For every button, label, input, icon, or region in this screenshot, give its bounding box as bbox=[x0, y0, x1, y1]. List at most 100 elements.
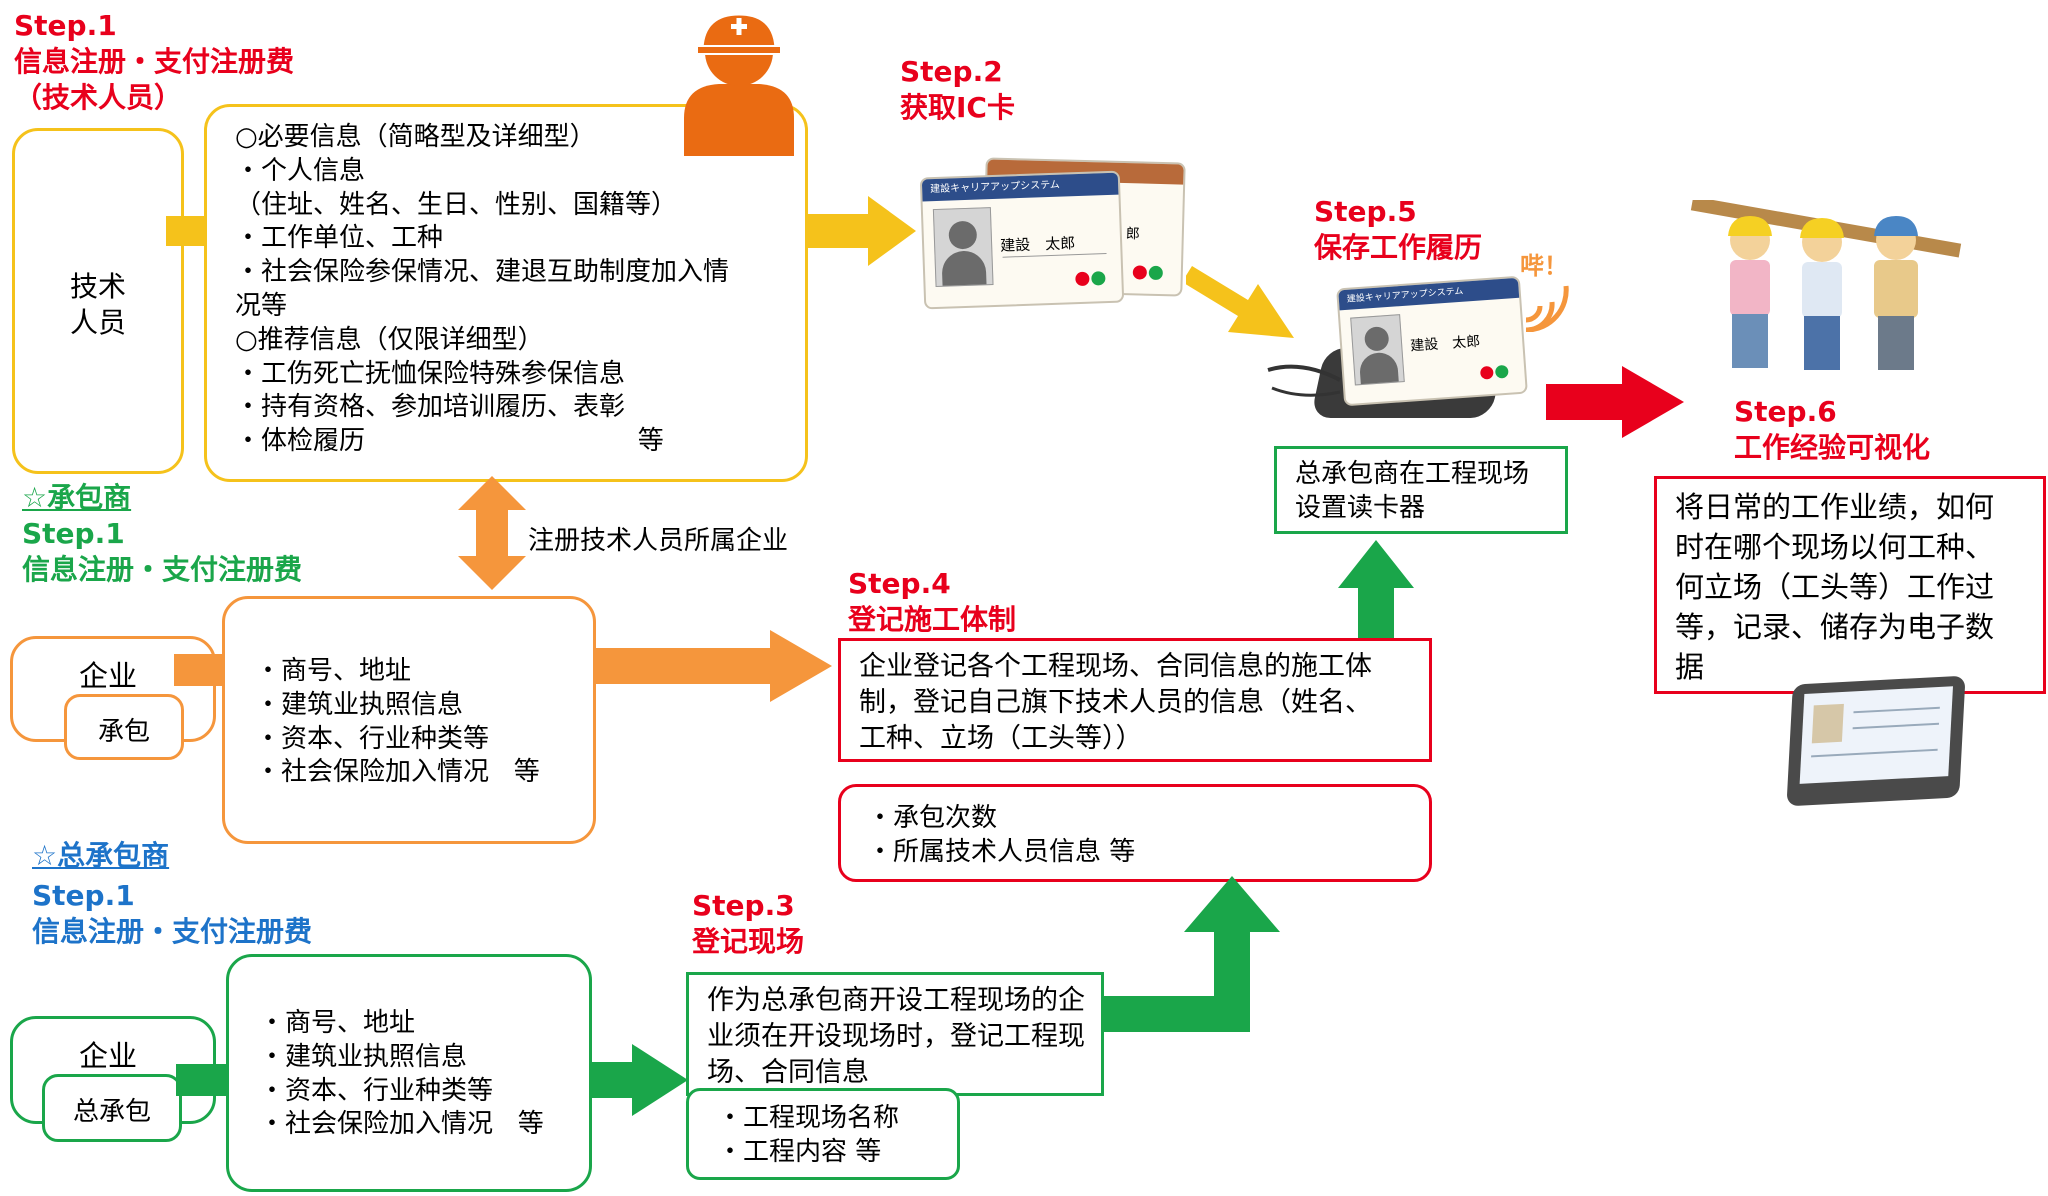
arrow-to-step2 bbox=[806, 196, 916, 266]
worker-info-box: ○必要信息（简略型及详细型） ・个人信息 （住址、姓名、生日、性别、国籍等） ・… bbox=[204, 104, 808, 482]
tablet-icon bbox=[1786, 675, 1966, 807]
ic-card-back-name: 郎 bbox=[1125, 226, 1141, 243]
worker-connector bbox=[166, 216, 206, 246]
general-info-line: ・资本、行业种类等 bbox=[259, 1075, 494, 1106]
general-info-box: ・商号、地址 ・建筑业执照信息 ・资本、行业种类等 ・社会保险加入情况 等 bbox=[226, 954, 592, 1192]
contractor-info-line: ・建筑业执照信息 bbox=[255, 689, 464, 720]
worker-info-list: ○必要信息（简略型及详细型） ・个人信息 （住址、姓名、生日、性别、国籍等） ・… bbox=[235, 121, 729, 459]
beep-text: 哔！ bbox=[1520, 252, 1568, 280]
contractor-node-sub: 承包 bbox=[64, 694, 184, 760]
contractor-info-box: ・商号、地址 ・建筑业执照信息 ・资本、行业种类等 ・社会保险加入情况 等 bbox=[222, 596, 596, 844]
signal-waves-icon bbox=[1525, 285, 1569, 332]
ic-card-front: 建設キャリアアップシステム 建設 太郎 bbox=[919, 170, 1125, 310]
worker-info-line: ○必要信息（简略型及详细型） bbox=[235, 122, 596, 152]
step6-label: Step.6 bbox=[1734, 395, 1837, 428]
ic-card-on-reader: 建設キャリアアップシステム 建設 太郎 bbox=[1336, 275, 1528, 407]
worker-info-line: ・个人信息 bbox=[235, 155, 366, 186]
worker-info-line: （住址、姓名、生日、性别、国籍等） bbox=[235, 189, 678, 220]
step6-desc-line: 时在哪个现场以何工种、 bbox=[1675, 530, 1995, 564]
contractor-tag: ☆承包商 bbox=[22, 481, 132, 514]
link-label: 注册技术人员所属企业 bbox=[528, 526, 789, 556]
worker-info-line: ・体检履历 等 bbox=[235, 426, 664, 457]
card-photo bbox=[932, 207, 994, 288]
step4-main-line: 制，登记自己旗下技术人员的信息（姓名、 bbox=[859, 687, 1372, 718]
step1-worker-label: Step.1 bbox=[14, 9, 117, 42]
step4-sub-line: ・承包次数 bbox=[867, 803, 998, 833]
step4-main-line: 企业登记各个工程现场、合同信息的施工体 bbox=[859, 651, 1372, 682]
general-node-sub-label: 总承包 bbox=[72, 1097, 151, 1127]
card-photo bbox=[1350, 314, 1405, 386]
step3-sub-box: ・工程现场名称 ・工程内容 等 bbox=[686, 1088, 960, 1180]
worker-info-line: ・社会保险参保情况、建退互助制度加入情 bbox=[235, 257, 730, 288]
step6-desc-line: 据 bbox=[1675, 650, 1705, 684]
worker-node: 技术 人员 bbox=[12, 128, 184, 474]
step6-desc-line: 将日常的工作业绩，如何 bbox=[1675, 490, 1995, 524]
reader-cable-icon bbox=[1267, 364, 1341, 397]
step5-title: 保存工作履历 bbox=[1314, 231, 1483, 264]
step3-sub-line: ・工程现场名称 bbox=[717, 1103, 900, 1133]
step4-main-line: 工种、立场（工头等）） bbox=[859, 723, 1143, 754]
worker-person-icon bbox=[684, 12, 794, 156]
double-arrow-link bbox=[458, 476, 526, 590]
arrow-to-reader bbox=[1338, 540, 1414, 640]
general-info-line: ・社会保险加入情况 等 bbox=[259, 1109, 544, 1140]
general-step-label: Step.1 bbox=[32, 879, 135, 912]
contractor-info-line: ・资本、行业种类等 bbox=[255, 723, 490, 754]
arrow-to-step5 bbox=[1186, 266, 1294, 338]
step3-main-box: 作为总承包商开设工程现场的企 业须在开设现场时，登记工程现 场、合同信息 bbox=[686, 972, 1104, 1096]
contractor-info-line: ・商号、地址 bbox=[255, 656, 412, 686]
step4-sub-line: ・所属技术人员信息 等 bbox=[867, 837, 1136, 867]
step4-sub-box: ・承包次数 ・所属技术人员信息 等 bbox=[838, 784, 1432, 882]
step5-label: Step.5 bbox=[1314, 195, 1417, 228]
ic-card-header: 建設キャリアアップシステム bbox=[921, 172, 1119, 202]
step3-sub-line: ・工程内容 等 bbox=[717, 1137, 882, 1167]
general-info-line: ・建筑业执照信息 bbox=[259, 1041, 468, 1072]
contractor-info-list: ・商号、地址 ・建筑业执照信息 ・资本、行业种类等 ・社会保险加入情况 等 bbox=[255, 655, 540, 790]
step3-main-text: 作为总承包商开设工程现场的企 业须在开设现场时，登记工程现 场、合同信息 bbox=[707, 983, 1085, 1091]
worker-info-line: ・工作单位、工种 bbox=[235, 223, 444, 254]
general-step-title: 信息注册・支付注册费 bbox=[32, 915, 313, 948]
step1-worker-sub: （技术人员） bbox=[14, 81, 183, 114]
contractor-step-title: 信息注册・支付注册费 bbox=[22, 553, 303, 586]
general-node-label: 企业 bbox=[79, 1039, 138, 1073]
general-info-list: ・商号、地址 ・建筑业执照信息 ・资本、行业种类等 ・社会保险加入情况 等 bbox=[259, 1007, 544, 1142]
step4-main-text: 企业登记各个工程现场、合同信息的施工体 制，登记自己旗下技术人员的信息（姓名、 … bbox=[859, 649, 1372, 757]
worker-info-line: 况等 bbox=[235, 290, 288, 321]
arrow-to-step6 bbox=[1546, 366, 1684, 438]
step4-title: 登记施工体制 bbox=[848, 603, 1017, 636]
step4-sub-text: ・承包次数 ・所属技术人员信息 等 bbox=[867, 801, 1135, 869]
step3-label: Step.3 bbox=[692, 889, 795, 922]
step3-main-line: 场、合同信息 bbox=[707, 1057, 869, 1088]
reader-setup-line: 设置读卡器 bbox=[1295, 493, 1426, 523]
worker-node-label-2: 人员 bbox=[69, 306, 126, 339]
contractor-connector bbox=[174, 654, 226, 686]
general-connector bbox=[176, 1064, 228, 1096]
worker-info-line: ・持有资格、参加培训履历、表彰 bbox=[235, 392, 626, 423]
contractor-node-sub-label: 承包 bbox=[97, 717, 150, 747]
arrow-to-step4 bbox=[594, 630, 832, 702]
arrow-step3-to-step4 bbox=[1104, 876, 1280, 1032]
contractor-info-line: ・社会保险加入情况 等 bbox=[255, 757, 540, 788]
step6-desc-line: 等，记录、储存为电子数 bbox=[1675, 610, 1995, 644]
step6-desc-line: 何立场（工头等）工作过 bbox=[1675, 570, 1995, 604]
reader-setup-box: 总承包商在工程现场 设置读卡器 bbox=[1274, 446, 1568, 534]
arrow-to-step3 bbox=[590, 1044, 688, 1116]
step3-sub-text: ・工程现场名称 ・工程内容 等 bbox=[717, 1101, 899, 1169]
step6-desc-box: 将日常的工作业绩，如何 时在哪个现场以何工种、 何立场（工头等）工作过 等，记录… bbox=[1654, 476, 2046, 694]
step3-main-line: 作为总承包商开设工程现场的企 bbox=[707, 985, 1085, 1016]
step6-desc: 将日常的工作业绩，如何 时在哪个现场以何工种、 何立场（工头等）工作过 等，记录… bbox=[1675, 487, 1994, 687]
step2-label: Step.2 bbox=[900, 55, 1003, 88]
step6-title: 工作经验可视化 bbox=[1734, 431, 1931, 464]
worker-info-line: ・工伤死亡抚恤保险特殊参保信息 bbox=[235, 358, 626, 389]
step1-worker-title: 信息注册・支付注册费 bbox=[14, 45, 295, 78]
contractor-step-label: Step.1 bbox=[22, 517, 125, 550]
ic-card-name: 建設 太郎 bbox=[999, 234, 1076, 255]
contractor-node-label: 企业 bbox=[79, 659, 138, 693]
reader-setup-line: 总承包商在工程现场 bbox=[1295, 459, 1530, 489]
ic-card-header: 建設キャリアアップシステム bbox=[1338, 277, 1520, 311]
general-tag: ☆总承包商 bbox=[32, 839, 170, 872]
ic-card-name: 建設 太郎 bbox=[1409, 333, 1481, 355]
step3-title: 登记现场 bbox=[692, 925, 805, 958]
workers-illustration-icon bbox=[1690, 200, 1962, 370]
general-node-sub: 总承包 bbox=[42, 1074, 182, 1142]
